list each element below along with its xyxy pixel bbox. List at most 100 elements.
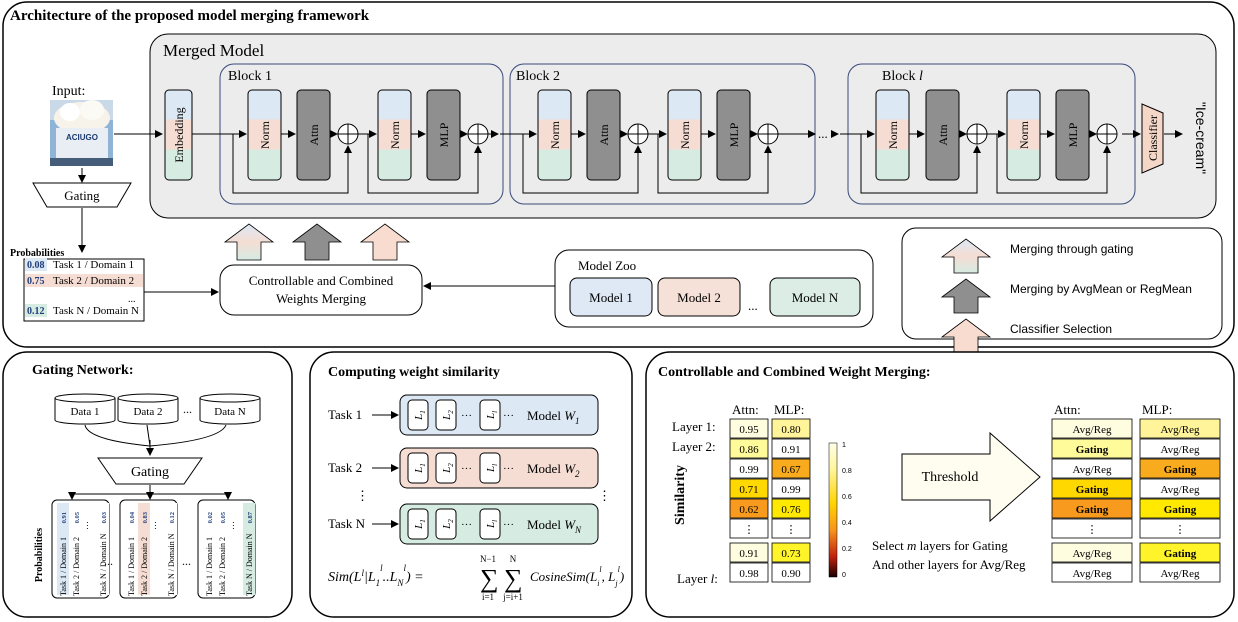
colorbar-ticks: 10.80.60.40.20 [842, 442, 852, 579]
prob-row-bg [25, 274, 143, 287]
data-cylinder-top [54, 393, 116, 403]
attn-sim-cell [729, 542, 769, 563]
prob-ellipsis: ... [128, 294, 136, 305]
colorbar-tick: 1 [842, 442, 846, 449]
attn-decision-cell [1051, 518, 1133, 539]
data-cylinder [117, 398, 179, 425]
colorbar-tick: 0.2 [842, 546, 852, 553]
norm-block [247, 89, 282, 181]
gating-label: Gating [64, 188, 100, 203]
attn-sim-cell [729, 562, 769, 583]
legend-arrow-icon [940, 238, 992, 274]
merging-panel: Controllable and Combined Weight Merging… [645, 351, 1235, 618]
block-layer-label: MLP [727, 122, 741, 147]
colorbar-tick: 0 [842, 572, 846, 579]
gn-col-ellipsis-1: ... [104, 554, 113, 568]
sim-layer-box [407, 399, 429, 431]
norm-block [377, 89, 412, 181]
mlp-sim-cell [771, 518, 811, 539]
gn-prob-row-value: 0.02 [207, 512, 214, 523]
top-title: Architecture of the proposed model mergi… [10, 8, 370, 24]
sim-layer-label: Ll [485, 411, 499, 420]
block-layer-label: Norm [388, 120, 402, 149]
block-layer-label: Norm [258, 120, 272, 149]
gn-prob-row-label: Task N / Domain N [167, 533, 176, 596]
sim-model-label: Model WN [527, 517, 582, 535]
norm-block [667, 89, 702, 181]
gn-prob-row-value: 0.05 [220, 511, 227, 523]
attn-decision-cell [1051, 498, 1133, 519]
gn-prob-row-bg [203, 503, 215, 595]
mlp-decision-cell [1139, 458, 1221, 479]
prob-value: 0.08 [27, 260, 45, 271]
gn-prob-row-label: Task 2 / Domain 2 [72, 537, 81, 596]
block-layer-label: Norm [678, 120, 692, 149]
embedding-block [164, 89, 193, 181]
legend-arrow-icon [940, 278, 992, 314]
attn-sim-cell [729, 478, 769, 499]
sim-ellipsis: ··· [461, 410, 472, 422]
mlp-sim-value: 0.80 [781, 424, 801, 436]
attn-sim-cell [729, 438, 769, 459]
legend-label: Classifier Selection [1010, 322, 1112, 336]
block-1-label: Block 1 [228, 69, 272, 84]
sim-model-label: Model W1 [527, 408, 580, 426]
mlp-decision-value: Avg/Reg [1161, 568, 1200, 580]
attn-sim-value: 0.99 [739, 464, 759, 476]
gn-prob-row-bg [216, 503, 228, 595]
mlp-decision-value: Avg/Reg [1161, 444, 1200, 456]
attn-decision-value: Avg/Reg [1073, 464, 1112, 476]
skip-connection [367, 134, 482, 194]
data-label: Data 2 [133, 406, 162, 418]
block-layer-label: MLP [437, 122, 451, 147]
input-image: ACIUGO [50, 100, 113, 166]
sim-layer-box [435, 399, 457, 431]
attn-decision-cell [1051, 542, 1133, 563]
block-layer-label: MLP [1066, 122, 1080, 147]
block-layer-label: Attn [936, 124, 950, 145]
sum-1-bot: i=1 [482, 592, 494, 602]
mlp-sim-cell [771, 562, 811, 583]
attn-sim-cell [729, 498, 769, 519]
attn-decision-value: Gating [1076, 504, 1109, 516]
mlp-decision-cell [1139, 418, 1221, 439]
block-layer-label: Norm [886, 120, 900, 149]
gn-prob-col-ellipsis: … [80, 521, 90, 530]
sim-model-label: Model W2 [527, 461, 580, 479]
classifier-label: Classifier [1146, 115, 1160, 161]
attn-out-header: Attn: [1054, 402, 1081, 417]
block-layer-label: Norm [1017, 120, 1031, 149]
mlp-sim-value: 0.76 [781, 504, 801, 516]
avg-up-arrow [291, 223, 343, 261]
attn-decision-cell [1051, 458, 1133, 479]
attn-sim-value: 0.86 [739, 444, 759, 456]
sim-layer-label: L1 [413, 519, 427, 530]
sim-ellipsis: ··· [461, 519, 472, 531]
classifier-block [1141, 103, 1164, 174]
input-image-text: ACIUGO [66, 133, 98, 142]
similarity-title: Computing weight similarity [328, 365, 500, 380]
sim-layer-box [407, 452, 429, 484]
sim-layer-label: L1 [413, 410, 427, 421]
sum-2: ∑ [504, 564, 523, 593]
gn-prob-row-label: Task 2 / Domain 2 [140, 537, 149, 596]
attn-decision-value: ⋮ [1087, 524, 1098, 536]
sim-layer-label: L2 [441, 463, 455, 474]
gn-prob-row-label: Task N / Domain N [245, 533, 254, 596]
attn-decision-value: Avg/Reg [1073, 568, 1112, 580]
blocks-ellipsis: ... [818, 126, 828, 141]
sim-ellipsis: ··· [461, 463, 472, 475]
data-cylinder [199, 398, 261, 425]
sum-2-bot: j=i+1 [502, 592, 523, 602]
attn-header: Attn: [732, 402, 759, 417]
norm-block [1006, 89, 1041, 181]
sim-task-label: Task N [328, 516, 366, 531]
gn-prob-row-bg [125, 503, 137, 595]
sum-1-top: N−1 [480, 554, 496, 564]
attn-sim-value: 0.62 [739, 504, 758, 516]
mlp-decision-cell [1139, 542, 1221, 563]
